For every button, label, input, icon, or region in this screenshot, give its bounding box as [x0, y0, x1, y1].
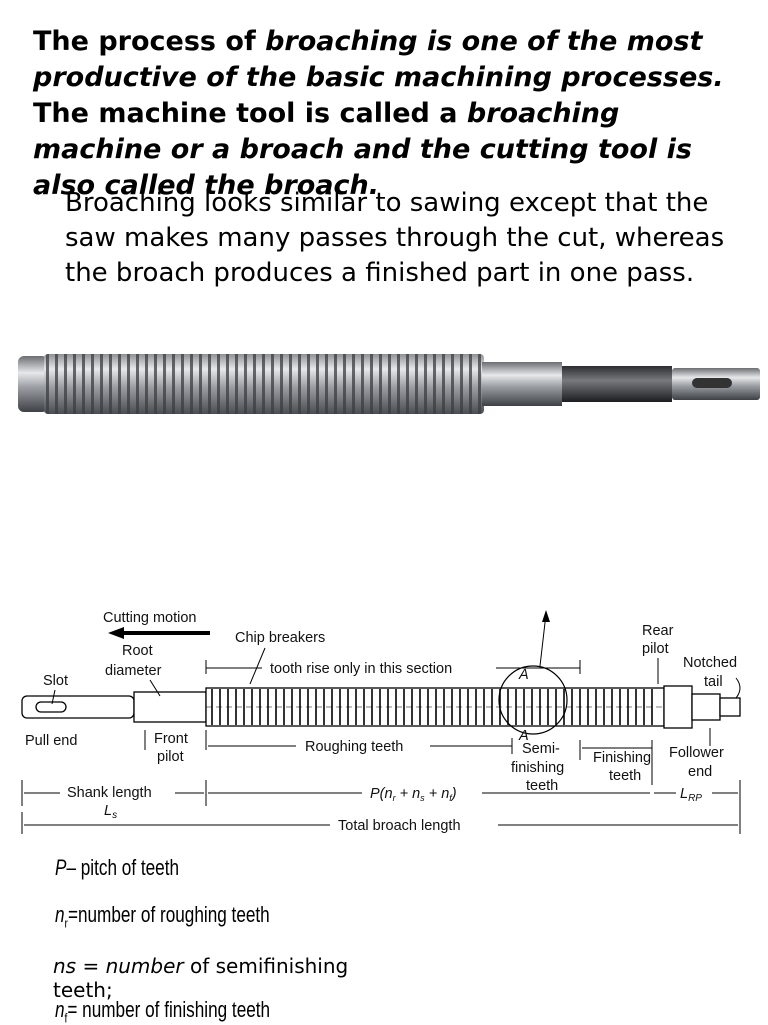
label-follower-2: end: [688, 764, 712, 780]
section-circle: [498, 665, 568, 735]
label-semi-3: teeth: [526, 778, 558, 794]
label-tooth-rise: tooth rise only in this section: [270, 661, 452, 677]
broach-diagram: Cutting motion A A Chip breakers Rear pi…: [21, 610, 741, 834]
label-total-length: Total broach length: [338, 818, 461, 834]
label-section-a-bottom: A: [518, 728, 529, 744]
label-chip-breakers: Chip breakers: [235, 630, 325, 646]
label-pitch-formula: P(nr + ns + nf): [370, 786, 457, 803]
label-semi-2: finishing: [511, 760, 564, 776]
legend-finishing: nf= number of finishing teeth: [55, 997, 271, 1025]
label-front-pilot-2: pilot: [157, 749, 184, 765]
label-shank-length: Shank length: [67, 785, 152, 801]
label-ls: Ls: [104, 803, 117, 821]
label-finishing-2: teeth: [609, 768, 641, 784]
label-root-diameter-1: Root: [122, 643, 153, 659]
label-notched-tail-2: tail: [704, 674, 723, 690]
label-section-a-top: A: [518, 667, 529, 683]
label-pull-end: Pull end: [25, 733, 77, 749]
broach-photo: [18, 354, 760, 414]
label-finishing-1: Finishing: [593, 750, 651, 766]
legend-roughing: nr=number of roughing teeth: [55, 902, 270, 931]
legend-semifinishing: ns = number of semifinishing teeth;: [53, 954, 349, 1002]
bullet-paragraph: Broaching looks similar to sawing except…: [65, 188, 725, 288]
label-slot: Slot: [43, 673, 68, 689]
label-cutting-motion: Cutting motion: [103, 610, 197, 626]
heading-paragraph: The process of broaching is one of the m…: [33, 24, 733, 204]
label-roughing-teeth: Roughing teeth: [305, 739, 403, 755]
label-lrp: LRP: [680, 786, 702, 804]
label-notched-tail-1: Notched: [683, 655, 737, 671]
label-root-diameter-2: diameter: [105, 663, 162, 679]
label-follower-1: Follower: [669, 745, 724, 761]
label-front-pilot-1: Front: [154, 731, 188, 747]
heading-text-2: broaching is one of the most productive …: [33, 26, 724, 93]
legend-pitch: P– pitch of teeth: [55, 855, 180, 880]
heading-text-4: broaching machine or a broach and the cu…: [33, 98, 692, 201]
heading-text-3: The machine tool is called a: [33, 98, 467, 129]
label-rear-pilot-1: Rear: [642, 623, 674, 639]
heading-text-5: broach.: [264, 170, 380, 201]
label-semi-1: Semi-: [522, 741, 560, 757]
heading-text-1: The process of: [33, 26, 266, 57]
label-rear-pilot-2: pilot: [642, 641, 669, 657]
